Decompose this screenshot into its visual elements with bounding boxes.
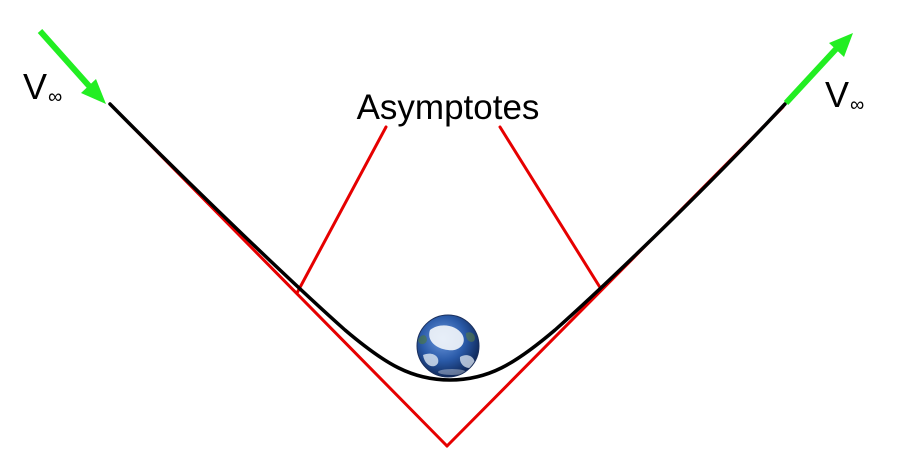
asymptotes-label: Asymptotes: [357, 88, 540, 127]
callout-line-right: [498, 125, 603, 291]
outgoing-velocity-label: V ∞: [825, 74, 864, 116]
outgoing-velocity-arrow: [783, 33, 853, 106]
outgoing-velocity-subscript: ∞: [850, 94, 864, 116]
incoming-velocity-label: V ∞: [23, 66, 62, 108]
incoming-velocity-arrow: [37, 29, 106, 104]
outgoing-velocity-symbol: V: [825, 74, 849, 115]
hyperbolic-trajectory: [108, 102, 787, 382]
incoming-velocity-subscript: ∞: [48, 86, 62, 108]
callout-line-left: [295, 125, 388, 295]
incoming-velocity-symbol: V: [23, 66, 47, 107]
earth-globe-icon: [416, 314, 480, 378]
